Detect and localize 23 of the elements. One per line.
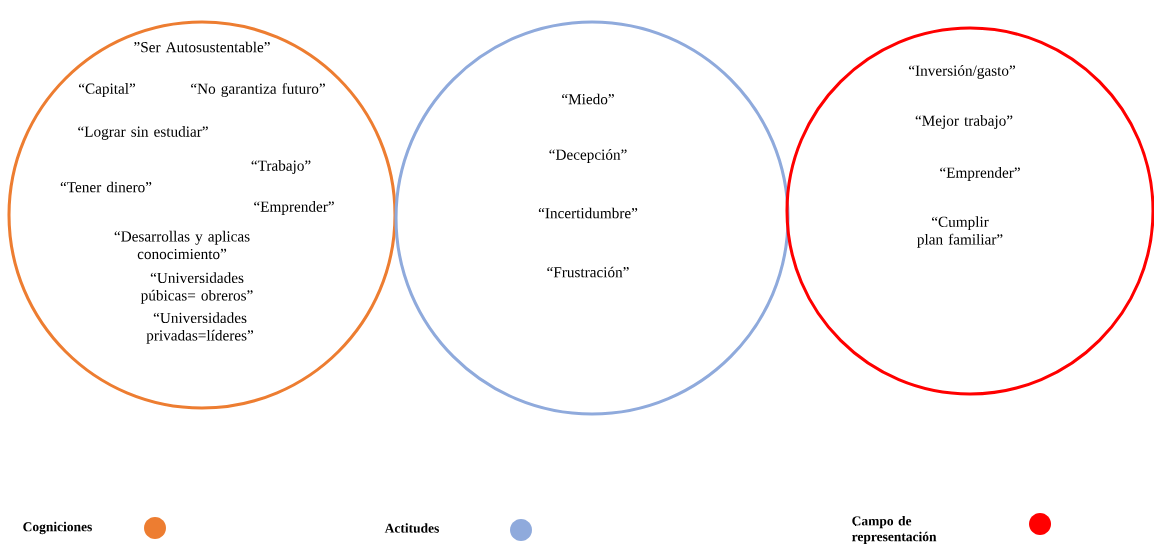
- quote-text: “Inversión/gasto”: [909, 65, 1015, 79]
- quote-text: “Mejor trabajo”: [915, 115, 1013, 129]
- quote-text: ”Ser Autosustentable”: [134, 41, 270, 53]
- quote-text: “Frustración”: [547, 266, 629, 278]
- quote-text: “Incertidumbre”: [538, 207, 638, 219]
- legend-label: Actitudes: [384, 523, 439, 533]
- quote-text: “Capital”: [79, 83, 136, 97]
- quote-text: “Universidades púbicas= obreros”: [140, 272, 253, 304]
- category-circle: [7, 20, 397, 410]
- quote-text: “Desarrollas y aplicas conocimiento”: [114, 230, 250, 260]
- legend-label: Cogniciones: [23, 521, 92, 535]
- quote-text: “Tener dinero”: [60, 181, 152, 193]
- quote-text: “Trabajo”: [251, 160, 311, 174]
- quote-text: “Emprender”: [254, 201, 334, 215]
- quote-text: “Lograr sin estudiar”: [78, 126, 208, 140]
- quote-text: “Emprender”: [940, 167, 1020, 181]
- legend-label: Campo de representación: [852, 516, 937, 544]
- quote-text: “No garantiza futuro”: [191, 83, 325, 97]
- category-circle: [394, 20, 790, 416]
- quote-text: “Miedo”: [562, 93, 614, 105]
- quote-text: “Universidades privadas=líderes”: [146, 312, 254, 344]
- quote-text: “Cumplir plan familiar”: [917, 216, 1003, 248]
- quote-text: “Decepción”: [549, 149, 627, 163]
